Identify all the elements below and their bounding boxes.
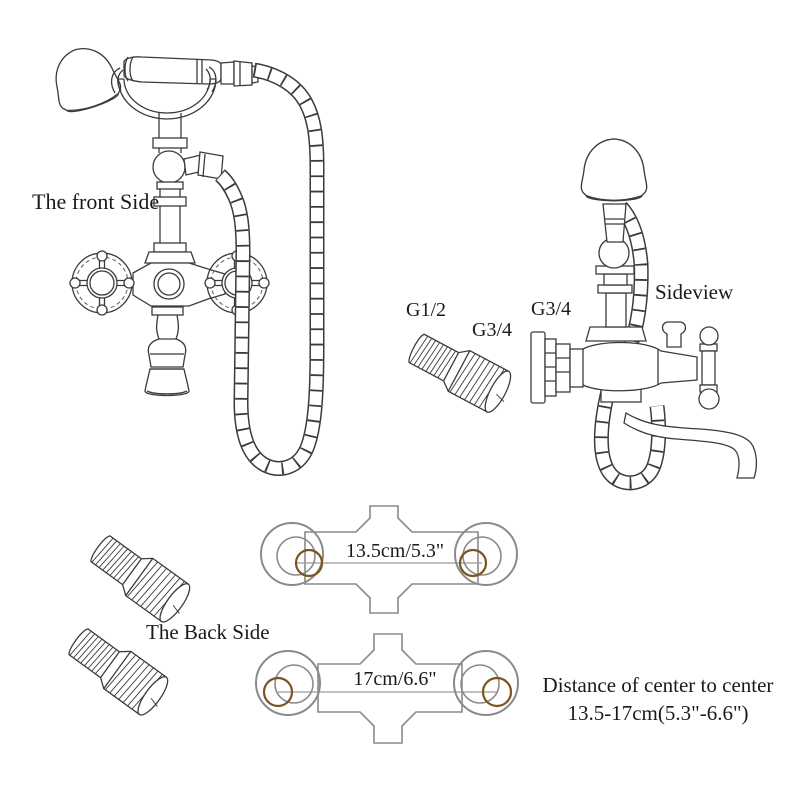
front-view-label: The front Side <box>32 189 160 214</box>
wall-mount-flange <box>530 331 584 404</box>
adapter-fitting-back-1 <box>83 527 198 628</box>
cross-handle-side <box>698 326 720 410</box>
shower-hose-side-loop <box>593 388 667 491</box>
shower-hose-side-upper <box>615 201 649 347</box>
center-marker-right <box>458 548 488 578</box>
distance-note-title: Distance of center to center <box>542 673 774 697</box>
tub-spout-side <box>623 411 758 479</box>
cross-plate-outline <box>317 633 463 744</box>
hand-shower-handle <box>123 56 259 87</box>
cross-plate-outline <box>304 505 479 614</box>
left-cross-handle <box>70 251 134 315</box>
shower-hose-front <box>214 62 325 476</box>
riser-and-diverter <box>144 113 224 264</box>
min-spacing-measurement: 13.5cm/5.3" <box>345 540 445 562</box>
back-plate-min-spacing <box>260 505 518 614</box>
tub-spout-front <box>144 306 190 397</box>
side-view-label: Sideview <box>655 280 734 304</box>
back-plate-max-spacing <box>255 633 519 744</box>
front-view-drawing <box>44 39 325 476</box>
center-marker-left <box>294 548 324 578</box>
thread-size-g34-adapter-label: G3/4 <box>472 319 512 341</box>
max-spacing-measurement: 17cm/6.6" <box>353 668 437 690</box>
side-view-drawing <box>530 138 758 491</box>
diverter-knob-side <box>661 321 687 348</box>
center-boss <box>153 268 185 300</box>
cradle-front <box>110 66 217 120</box>
center-marker-right <box>481 676 513 708</box>
valve-body-side <box>574 341 698 392</box>
center-marker-left <box>262 676 294 708</box>
distance-note-range: 13.5-17cm(5.3"-6.6") <box>567 701 749 726</box>
hand-shower-head-side <box>580 138 648 202</box>
distance-note: Distance of center to center 13.5-17cm(5… <box>526 671 790 728</box>
thread-size-g12-label: G1/2 <box>406 299 446 321</box>
cradle-column-side <box>585 203 647 342</box>
back-view-label: The Back Side <box>146 620 270 644</box>
thread-size-g34-wall-label: G3/4 <box>531 298 571 320</box>
